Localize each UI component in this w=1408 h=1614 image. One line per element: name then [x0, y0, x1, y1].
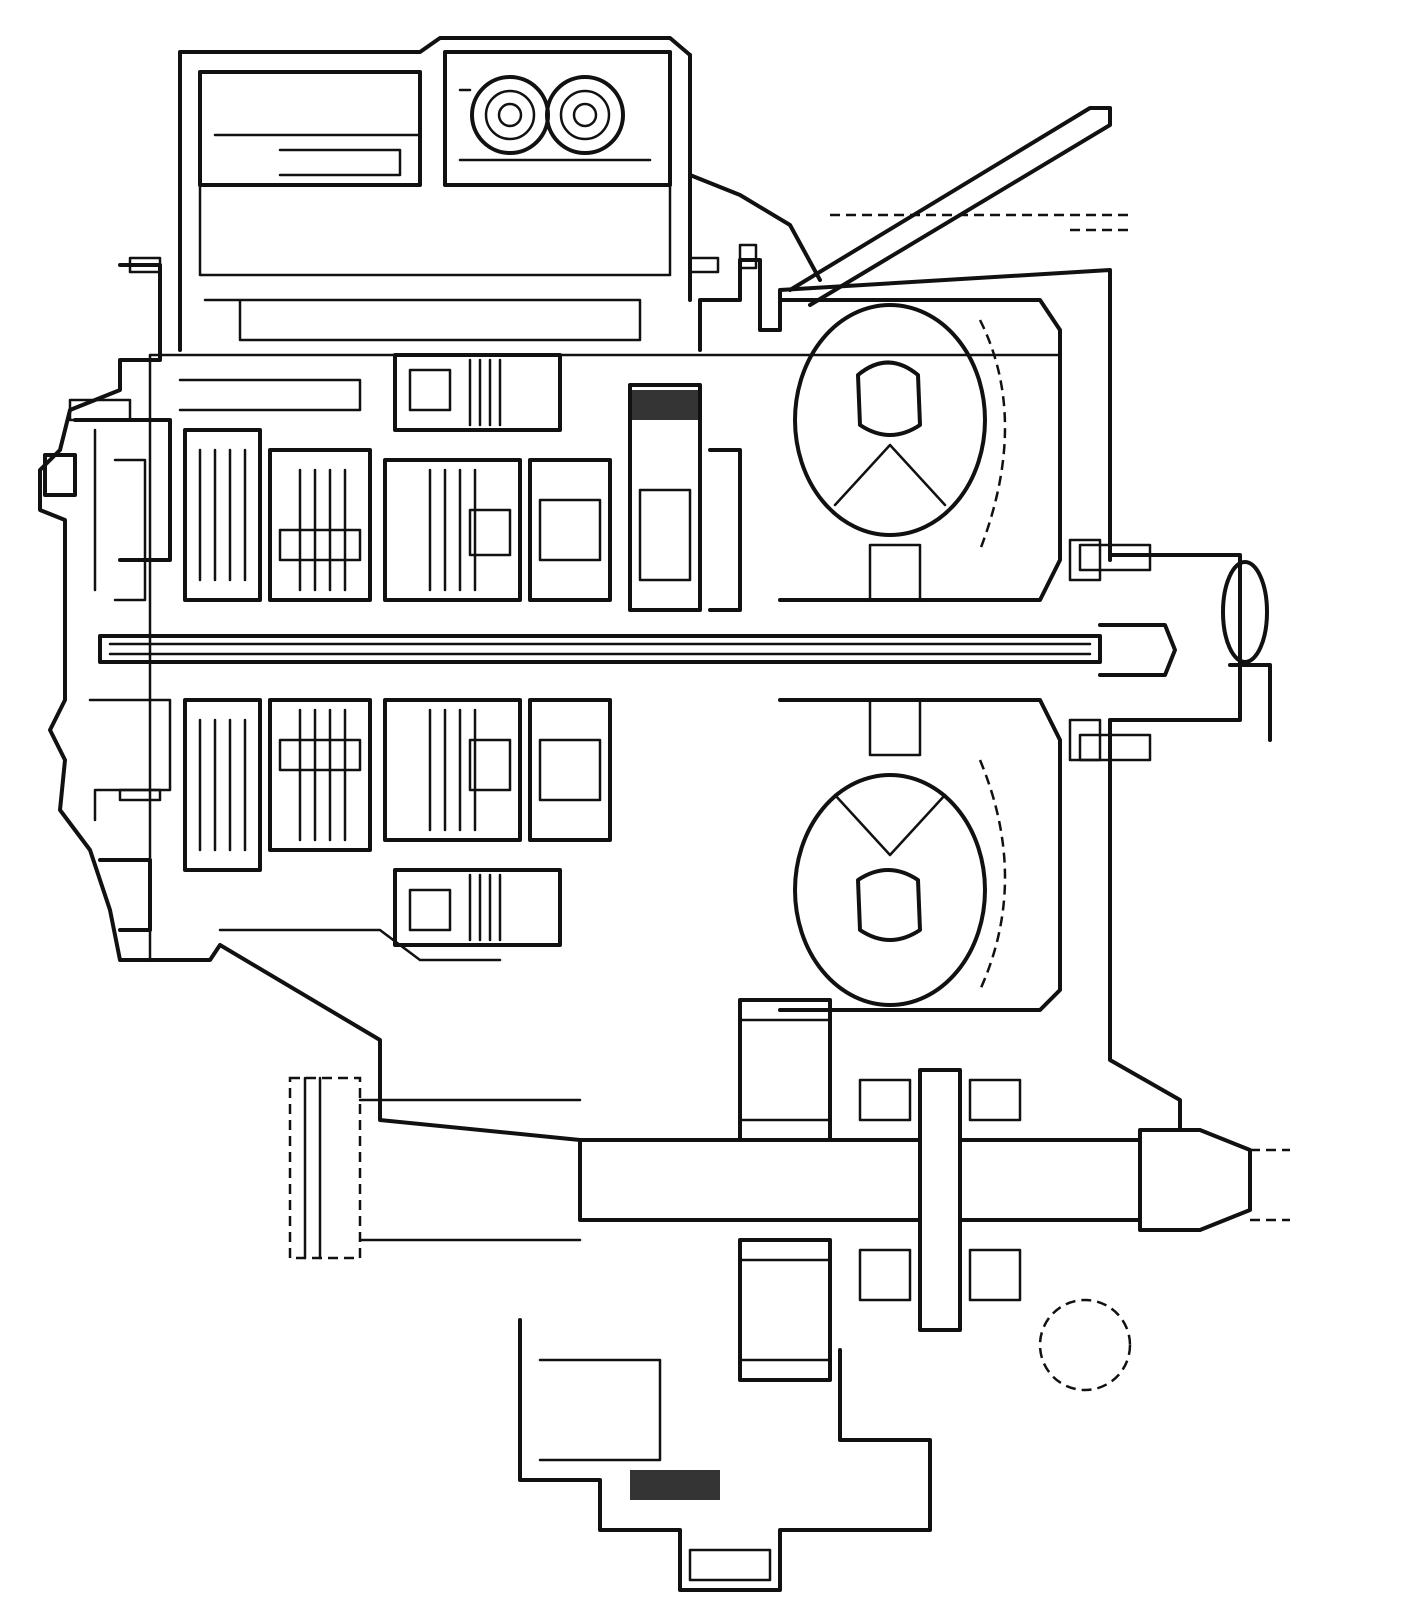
valve-body-solenoids: [470, 75, 625, 155]
torque-converter: [778, 298, 1062, 1012]
output-flange: [1068, 538, 1272, 762]
clutch-pack-upper: [183, 428, 612, 602]
planetary-gear-upper: [628, 383, 742, 612]
transmission-case: [38, 258, 1182, 1142]
left-axle-stub: [288, 1076, 582, 1260]
case-bolts: [68, 243, 1152, 802]
dipstick-tube: [788, 106, 1130, 307]
brake-band-upper: [393, 353, 562, 432]
counter-gear: [738, 998, 832, 1382]
valve-body-housing: [178, 36, 822, 352]
transfer-housing-lower: [518, 1318, 932, 1592]
clutch-pack-lower: [183, 698, 612, 872]
input-shaft: [98, 623, 1177, 677]
oil-pump-assembly: [43, 418, 172, 932]
differential-assembly: [578, 1068, 1290, 1392]
brake-band-lower: [393, 868, 562, 947]
